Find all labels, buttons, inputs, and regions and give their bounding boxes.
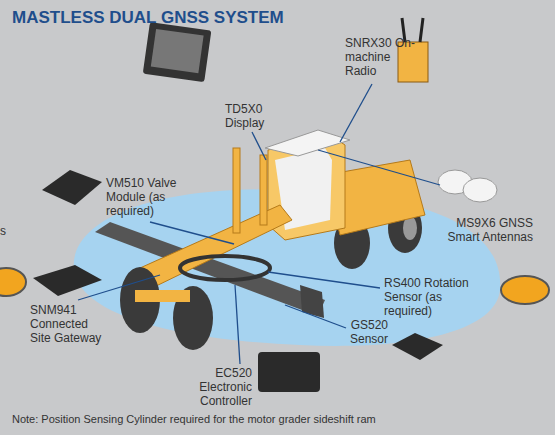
part-label: EC520 Electronic Controller [186,366,252,408]
leader-line [252,132,266,160]
leader-line [318,150,440,185]
sensor-icon [392,333,443,360]
antenna [463,178,497,202]
display-screen [151,29,204,73]
leader-line [78,275,160,300]
leader-line [268,272,380,288]
blade-end [300,285,324,318]
axle [135,290,190,302]
part-label: VM510 Valve Module (as required) [106,176,190,218]
leader-line [235,285,240,364]
part-label: SNM941 Connected Site Gateway [30,303,110,345]
part-label: MS9X6 GNSS Smart Antennas [436,216,533,244]
part-label: SNRX30 On-machine Radio [345,36,417,78]
note: Note: Position Sensing Cylinder required… [12,412,552,426]
lift-arm [260,155,267,225]
display-icon [143,22,212,82]
leader-line [340,84,372,142]
lift-arm [233,148,240,233]
part-label: RS400 Rotation Sensor (as required) [384,276,480,318]
part-label: GS520 Sensor [340,318,388,346]
title: MASTLESS DUAL GNSS SYSTEM [12,8,284,28]
frame [140,205,292,288]
controller-icon [258,352,320,392]
gateway-icon [33,265,102,296]
leader-line [150,222,234,244]
valve-module-icon [42,170,102,205]
part-label: TD5X0 Display [225,102,277,130]
rotation-sensor-icon [0,268,26,296]
radio-antenna [420,18,423,42]
cab-roof [265,130,350,156]
cut-off-text: s [0,224,12,238]
rotation-sensor-icon [501,276,549,304]
leader-line [285,305,346,328]
circle [180,256,270,280]
